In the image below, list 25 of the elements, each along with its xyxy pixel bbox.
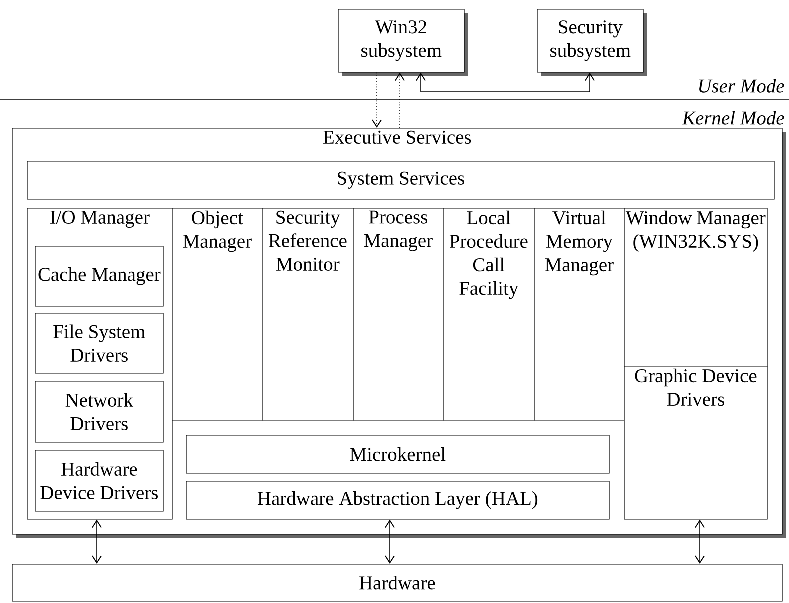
component-box: Hardware (12, 564, 783, 602)
component-box: File System Drivers (35, 313, 164, 374)
arrow (416, 72, 595, 92)
component-box: Win32 subsystem (338, 9, 468, 76)
manager-column: Object Manager (172, 208, 263, 421)
component-box: Cache Manager (35, 246, 164, 307)
component-box: Graphic Device Drivers (624, 366, 768, 520)
component-box: Hardware Device Drivers (35, 450, 164, 512)
arrow (695, 520, 705, 564)
manager-column: Security Reference Monitor (262, 208, 354, 421)
arrow (372, 72, 382, 128)
component-box: Hardware Abstraction Layer (HAL) (186, 481, 610, 520)
component-box: Network Drivers (35, 381, 164, 443)
manager-column: Process Manager (353, 208, 444, 421)
component-box: Microkernel (186, 435, 610, 474)
arrow (385, 520, 395, 564)
manager-column: Virtual Memory Manager (534, 208, 625, 421)
mode-label: User Mode (699, 79, 784, 93)
component-box: Security subsystem (537, 9, 647, 76)
arrow (92, 520, 102, 564)
component-box: System Services (27, 161, 775, 200)
manager-column: Local Procedure Call Facility (443, 208, 535, 421)
component-box: Window Manager (WIN32K.SYS) (624, 208, 768, 367)
arrow (395, 72, 405, 128)
mode-label: Kernel Mode (682, 111, 784, 125)
